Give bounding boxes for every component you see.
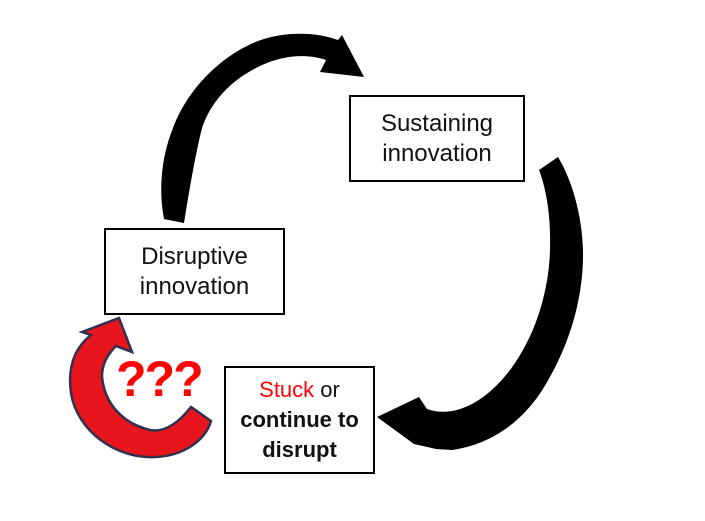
question-marks-label: ??? xyxy=(116,351,204,407)
box-disruptive-innovation: Disruptive innovation xyxy=(104,228,285,315)
stuck-line3: disrupt xyxy=(262,437,337,462)
stuck-line2: continue to xyxy=(240,407,359,432)
stuck-line1: Stuck or xyxy=(259,375,340,405)
arrow-stuck-to-disruptive-icon xyxy=(68,316,213,459)
sustaining-line2: innovation xyxy=(382,139,492,167)
disruptive-line2: innovation xyxy=(139,272,250,300)
sustaining-line1: Sustaining xyxy=(380,109,494,137)
box-stuck-or-continue: Stuck or continue to disrupt xyxy=(224,366,375,474)
arrow-sustaining-to-stuck-icon xyxy=(377,157,584,450)
arrow-disruptive-to-sustaining-icon xyxy=(161,33,364,223)
stuck-word: Stuck xyxy=(259,377,315,402)
box-sustaining-innovation: Sustaining innovation xyxy=(349,95,525,182)
disruptive-line1: Disruptive xyxy=(141,242,248,270)
or-word: or xyxy=(314,377,340,402)
